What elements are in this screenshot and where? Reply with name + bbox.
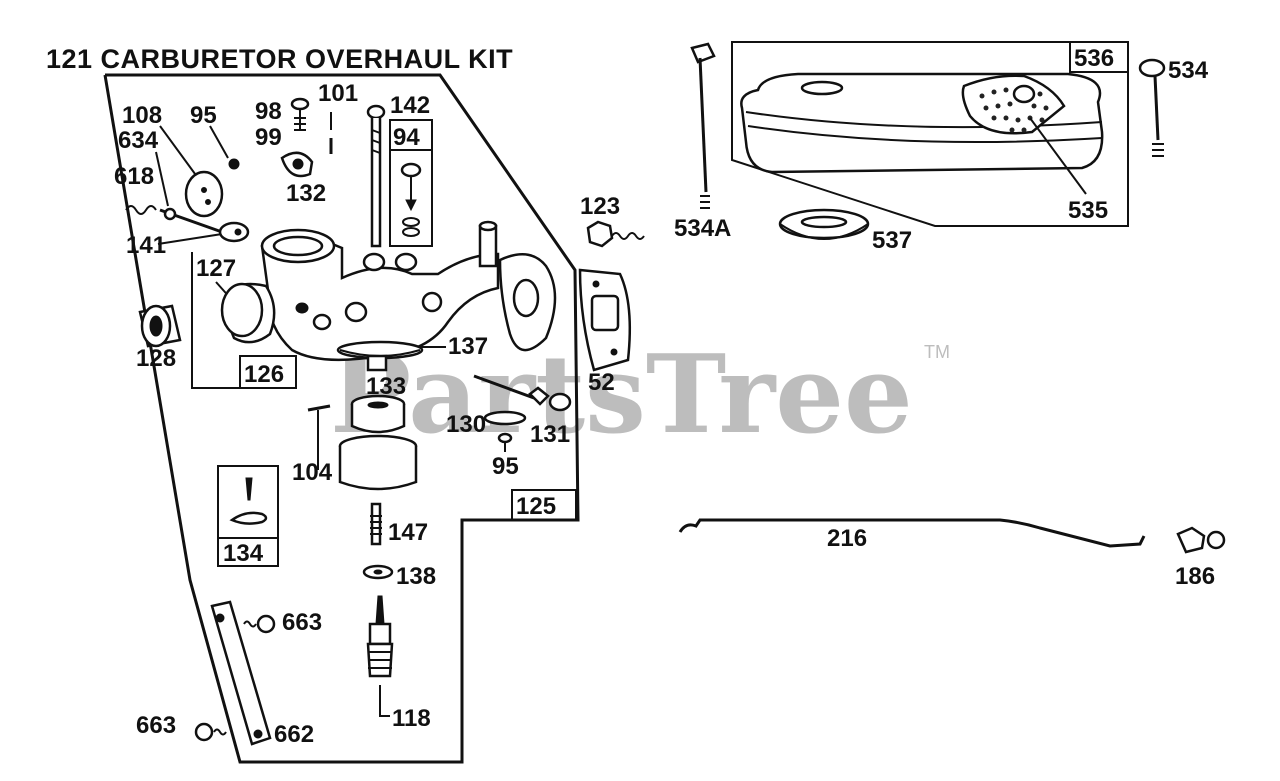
- box-536-label-frame: [1069, 41, 1129, 73]
- gasket-52-icon: [578, 268, 632, 372]
- leader-118: [379, 685, 390, 717]
- leader-535: [1029, 117, 1087, 195]
- kit-outline: [103, 73, 580, 764]
- muffler-icon: [740, 72, 1104, 174]
- screw-95-top-icon: [228, 158, 240, 170]
- part-128: 128: [136, 345, 176, 372]
- float-133-icon: [350, 394, 406, 434]
- screw-94-icon: [400, 162, 422, 237]
- part-126: 126: [244, 361, 284, 388]
- needle-147-icon: [370, 502, 382, 546]
- box-134-frame: [217, 465, 279, 567]
- part-127: 127: [196, 255, 236, 282]
- leader-95: [209, 125, 229, 159]
- kit-title: 121 CARBURETOR OVERHAUL KIT: [46, 44, 513, 74]
- part-134: 134: [223, 540, 264, 567]
- watermark-tm: TM: [924, 342, 950, 362]
- bracket-662-icon: [210, 600, 272, 746]
- part-663-upper: 663: [282, 609, 322, 636]
- part-537: 537: [872, 227, 912, 254]
- part-118: 118: [392, 705, 431, 732]
- part-141: 141: [126, 232, 166, 259]
- part-123: 123: [580, 193, 620, 220]
- part-99: 99: [255, 124, 282, 151]
- pin-104-icon: [307, 404, 331, 412]
- muffler-screen-dots: [979, 87, 1049, 133]
- choke-plate-108-icon: [184, 170, 224, 218]
- part-132: 132: [286, 180, 326, 207]
- washer-130-icon: [483, 410, 527, 426]
- part-98: 98: [255, 98, 282, 125]
- float-bowl-136-icon: [338, 434, 418, 491]
- leader-108: [159, 125, 199, 179]
- part-534a: 534A: [674, 215, 731, 242]
- part-108: 108: [122, 102, 162, 129]
- part-104: 104: [292, 459, 333, 486]
- leader-634: [155, 151, 169, 207]
- part-130: 130: [446, 411, 486, 438]
- screw-123-icon: [586, 220, 645, 248]
- part-137: 137: [448, 333, 488, 360]
- part-618: 618: [114, 163, 154, 190]
- part-662: 662: [274, 721, 314, 748]
- part-634: 634: [118, 127, 159, 154]
- part-186: 186: [1175, 563, 1215, 590]
- throttle-lever-132-icon: [280, 151, 314, 178]
- nut-663-lower-icon: [194, 722, 227, 742]
- screw-95-bottom-icon: [497, 432, 513, 452]
- part-138: 138: [396, 563, 436, 590]
- muffler-box-outline: [731, 41, 1129, 227]
- part-125: 125: [516, 493, 556, 520]
- bolt-534a-icon: [690, 42, 716, 209]
- part-95-top: 95: [190, 102, 217, 129]
- part-534: 534: [1168, 57, 1209, 84]
- washer-138-icon: [362, 564, 394, 580]
- needle-valve-134-icon: [229, 477, 268, 525]
- part-94: 94: [393, 124, 420, 151]
- box-94-frame: [389, 119, 433, 247]
- part-216: 216: [827, 525, 867, 552]
- box-125-frame: [511, 489, 577, 521]
- nut-663-upper-icon: [243, 614, 276, 634]
- part-147: 147: [388, 519, 428, 546]
- part-95-bottom: 95: [492, 453, 519, 480]
- part-101: 101: [318, 80, 358, 107]
- part-131: 131: [530, 421, 570, 448]
- part-535: 535: [1068, 197, 1108, 224]
- spring-618-icon: [125, 205, 157, 215]
- bushing-128-icon: [138, 304, 182, 348]
- valve-118-icon: [366, 595, 394, 678]
- gasket-537-icon: [778, 208, 870, 240]
- leader-141: [157, 233, 223, 245]
- part-663-lower: 663: [136, 712, 176, 739]
- bolt-534-icon: [1138, 58, 1166, 157]
- idle-screw-131-icon: [473, 374, 572, 412]
- part-52: 52: [588, 369, 615, 396]
- screw-142-icon: [366, 104, 386, 248]
- box-126-label-frame: [239, 355, 297, 389]
- part-536: 536: [1074, 45, 1114, 72]
- choke-shaft-634-icon: [159, 207, 250, 243]
- carburetor-body-icon: [220, 220, 557, 372]
- fitting-186-icon: [1176, 526, 1226, 554]
- rod-216-icon: [678, 518, 1146, 548]
- part-142: 142: [390, 92, 430, 119]
- screw-98-icon: [290, 97, 310, 131]
